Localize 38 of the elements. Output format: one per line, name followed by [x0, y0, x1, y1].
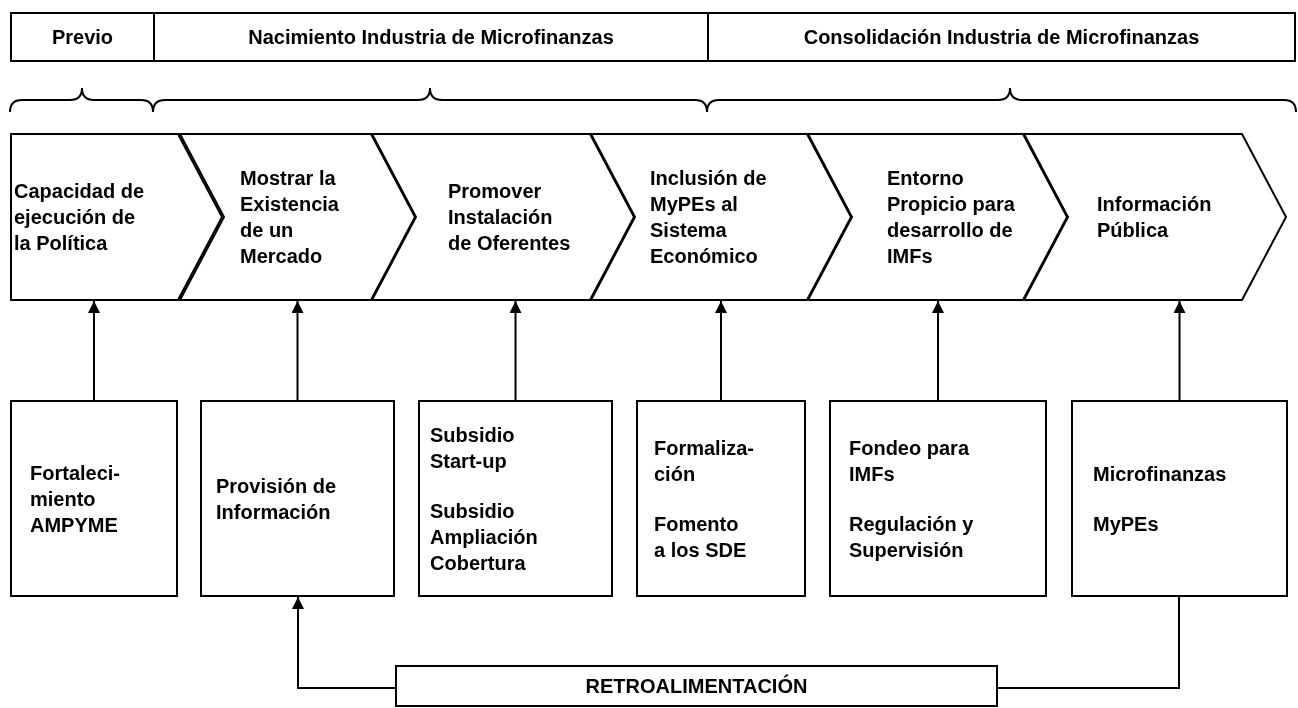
- stage-label: Capacidad de ejecución de la Política: [14, 179, 146, 256]
- instrument-box: [418, 400, 613, 597]
- instrument-label: MyPEs: [1093, 511, 1160, 537]
- stage-label: Inclusión de MyPEs al Sistema Económico: [650, 166, 768, 269]
- arrow: [715, 300, 727, 401]
- stage-label: Promover Instalación de Oferentes: [448, 179, 572, 256]
- instrument-label: Microfinanzas: [1093, 461, 1228, 487]
- instrument-label: Fondeo para IMFs: [849, 435, 971, 487]
- stage-label: Entorno Propicio para desarrollo de IMFs: [887, 166, 1016, 269]
- instrument-box: [200, 400, 395, 597]
- instrument-box: [636, 400, 806, 597]
- instrument-label: Regulación y Supervisión: [849, 511, 975, 563]
- stage-label: Información Pública: [1097, 192, 1213, 243]
- instrument-label: Fomento a los SDE: [654, 511, 748, 563]
- arrow: [88, 300, 100, 401]
- arrow: [932, 300, 944, 401]
- arrow: [509, 300, 522, 401]
- instrument-label: Subsidio Ampliación Cobertura: [430, 498, 539, 576]
- feedback-label: RETROALIMENTACIÓN: [585, 673, 808, 699]
- instrument-box: [1071, 400, 1288, 597]
- phase-header-box: [153, 12, 709, 62]
- phase-label: Nacimiento Industria de Microfinanzas: [248, 25, 614, 50]
- arrow: [291, 300, 304, 401]
- instrument-label: Provisión de Información: [216, 473, 338, 525]
- instrument-label: Fortaleci- miento AMPYME: [30, 460, 122, 538]
- stage-label: Mostrar la Existencia de un Mercado: [240, 166, 340, 269]
- instrument-box: [10, 400, 178, 597]
- phase-header-box: [10, 12, 155, 62]
- arrow: [1173, 300, 1186, 401]
- phase-label: Previo: [51, 25, 114, 50]
- instrument-label: Formaliza- ción: [654, 435, 756, 487]
- arrow: [292, 596, 396, 689]
- feedback-box: [395, 665, 998, 707]
- connector-line: [997, 596, 1180, 689]
- instrument-box: [829, 400, 1047, 597]
- instrument-label: Subsidio Start-up: [430, 422, 516, 474]
- phase-label: Consolidación Industria de Microfinanzas: [803, 25, 1200, 50]
- phase-header-box: [707, 12, 1296, 62]
